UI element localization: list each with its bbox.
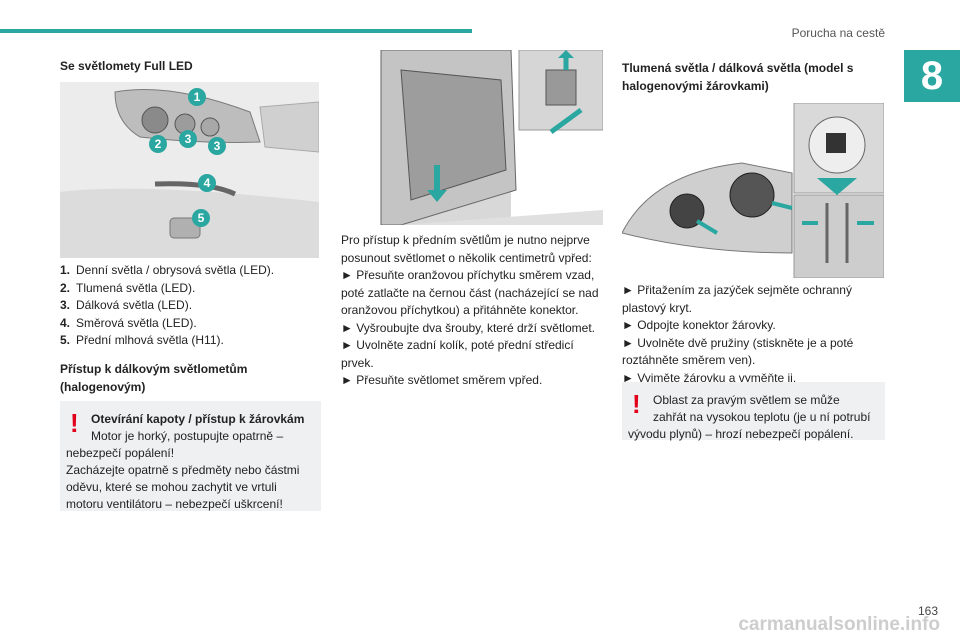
warning-box-hood: ! Otevírání kapoty / přístup k žárovkám … — [60, 401, 321, 511]
section-heading-halogen: Přístup k dálkovým světlometům (halogeno… — [60, 362, 248, 394]
halogen-bulb-illustration — [622, 103, 884, 278]
svg-text:5: 5 — [198, 211, 205, 225]
svg-text:1: 1 — [194, 90, 201, 104]
car-front-drawing: 1 2 3 3 4 5 — [60, 82, 319, 258]
headlamp-front-illustration: 1 2 3 3 4 5 — [60, 82, 319, 258]
callout-4: 4 — [198, 174, 216, 192]
callout-2: 2 — [149, 135, 167, 153]
warning-box-exhaust: ! Oblast za pravým světlem se může zahřá… — [622, 382, 885, 441]
legend-item: 3.Dálková světla (LED). — [60, 298, 193, 312]
section-heading-full-led: Se světlomety Full LED — [60, 59, 193, 73]
callout-5: 5 — [192, 209, 210, 227]
watermark-text: carmanualsonline.info — [738, 614, 940, 635]
callout-1: 1 — [188, 88, 206, 106]
headlamp-rear-drawing — [380, 50, 603, 225]
legend-item: 1.Denní světla / obrysová světla (LED). — [60, 263, 275, 277]
header-accent-bar — [0, 29, 472, 33]
callout-3a: 3 — [179, 130, 197, 148]
headlamp-access-instructions: Pro přístup k předním světlům je nutno n… — [341, 233, 599, 387]
bulb-replacement-instructions: ► Přitažením za jazýček sejměte ochranný… — [622, 283, 854, 385]
chapter-title: Porucha na cestě — [791, 26, 885, 40]
bulb-legend-list: 1.Denní světla / obrysová světla (LED). … — [60, 262, 322, 350]
svg-text:3: 3 — [214, 139, 221, 153]
warning-exclamation-icon: ! — [632, 389, 641, 419]
svg-text:3: 3 — [185, 132, 192, 146]
chapter-number-badge: 8 — [904, 50, 960, 102]
section-heading-halogen-bulbs: Tlumená světla / dálková světla (model s… — [622, 61, 854, 93]
page-number: 163 — [917, 604, 938, 618]
headlamp-removal-illustration — [341, 50, 603, 225]
legend-item: 2.Tlumená světla (LED). — [60, 280, 196, 295]
halogen-lamp-drawing — [622, 103, 884, 278]
warning-exclamation-icon: ! — [70, 408, 79, 438]
legend-item: 4.Směrová světla (LED). — [60, 315, 197, 330]
legend-item: 5.Přední mlhová světla (H11). — [60, 333, 224, 347]
callout-3b: 3 — [208, 137, 226, 155]
svg-text:2: 2 — [155, 137, 162, 151]
svg-text:4: 4 — [204, 176, 211, 190]
